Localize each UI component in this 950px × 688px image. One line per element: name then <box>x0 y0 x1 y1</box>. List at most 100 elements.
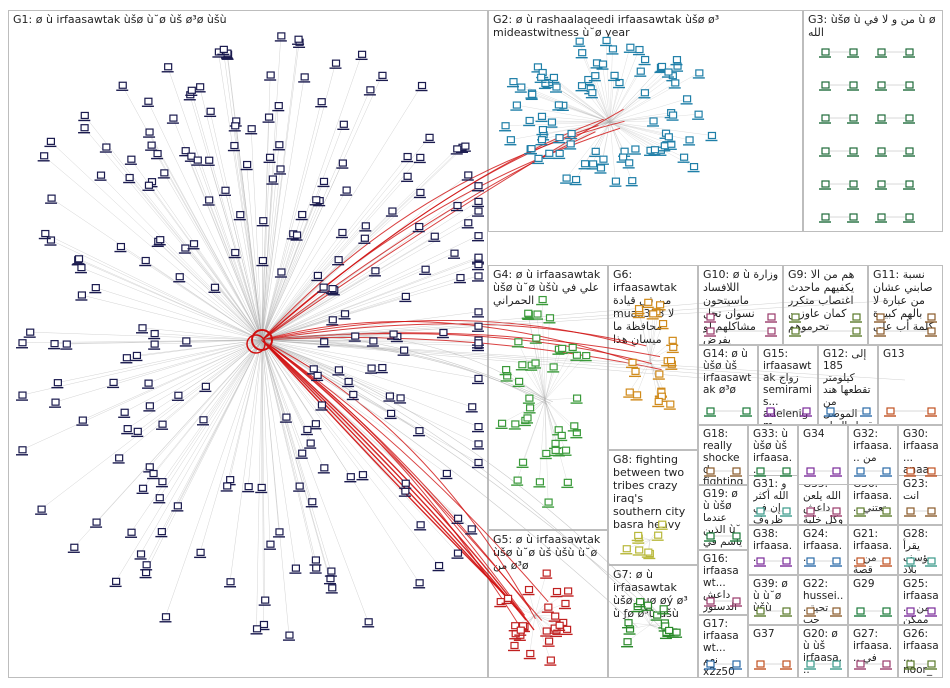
g1-node <box>258 596 271 606</box>
g1-node <box>124 155 137 165</box>
g3-node <box>875 48 887 58</box>
g1-node <box>45 194 58 204</box>
g3-node <box>875 147 887 157</box>
g1-node <box>338 310 351 320</box>
g3-node <box>819 180 831 190</box>
g8-node <box>632 546 645 556</box>
g1-node <box>329 59 342 69</box>
g4-node <box>511 338 524 348</box>
g1-node <box>366 337 379 347</box>
g1-node <box>298 73 311 83</box>
g25-node <box>904 607 916 617</box>
g4-node <box>536 295 549 306</box>
g32-node <box>880 467 892 477</box>
g1-node <box>365 364 378 374</box>
g1-node <box>78 111 91 122</box>
g1-node <box>185 86 198 96</box>
g18-node <box>730 467 742 477</box>
g2-node <box>692 69 705 79</box>
g29-node <box>854 607 866 617</box>
g7-node <box>670 628 683 638</box>
g1-node <box>472 207 484 217</box>
g22-node <box>830 607 842 617</box>
g1-node <box>414 521 427 531</box>
g1-node <box>38 229 51 240</box>
g1-node <box>304 439 317 449</box>
g4-node <box>570 429 583 439</box>
g2-node <box>565 129 578 140</box>
g1-node <box>375 71 388 82</box>
g6-node <box>656 319 669 330</box>
g3-node <box>903 48 915 58</box>
group-label-g13: G13 <box>883 348 905 360</box>
g1-node <box>387 330 400 340</box>
g4-node <box>499 365 512 376</box>
g6-node <box>625 358 638 369</box>
group-label-g1: G1: ø ù irfaasawtak ùšø ù˘ø ùš ø³ø ùšù <box>13 13 227 26</box>
g2-node <box>535 136 548 146</box>
g2-node <box>596 155 609 165</box>
g2-node <box>510 101 523 111</box>
g1-node <box>49 398 62 408</box>
g3-node <box>847 114 859 124</box>
g2-node <box>564 140 577 150</box>
g2-node <box>532 154 545 165</box>
g1-node <box>202 156 215 166</box>
g5-node <box>514 626 527 636</box>
group-label-g19: G19: ø ù ùšø عندما الذين ù˘ يأسم في <box>703 488 744 548</box>
g1-node <box>272 528 285 538</box>
g1-node <box>309 564 322 574</box>
g1-node <box>153 236 166 246</box>
g26-node <box>904 660 916 670</box>
g4-node <box>521 414 534 424</box>
g2-node <box>670 56 683 66</box>
g13-node <box>884 407 896 417</box>
g3-node <box>819 114 831 124</box>
g2-node <box>525 145 538 155</box>
g1-node <box>112 454 125 464</box>
g1-node <box>224 578 237 588</box>
g1-node <box>157 169 170 179</box>
g1-node <box>228 248 241 259</box>
g1-node <box>272 141 285 151</box>
g1-node <box>293 482 306 492</box>
g1-node <box>274 165 287 175</box>
g21-node <box>854 557 866 567</box>
g16-node <box>730 597 742 607</box>
g1-node <box>141 97 154 107</box>
g1-node <box>415 81 428 92</box>
g2-node <box>523 116 536 127</box>
g1-node <box>233 211 246 221</box>
g1-node <box>156 420 169 430</box>
g7-node <box>650 611 663 621</box>
node-layer <box>16 32 937 670</box>
g1-node <box>272 102 285 112</box>
g2-node <box>550 83 563 93</box>
g27-node <box>880 660 892 670</box>
g6-node <box>663 400 676 410</box>
g1-node <box>385 207 398 217</box>
group-label-g38: G38: irfaasa... <box>753 528 793 564</box>
g1-node <box>109 577 122 588</box>
group-label-g18: G18: really shocked fighting... <box>703 428 744 485</box>
g1-node <box>76 416 89 426</box>
g1-node <box>116 81 129 91</box>
g3-node <box>875 180 887 190</box>
g1-node <box>419 265 432 275</box>
g1-node <box>242 483 255 493</box>
g4-node <box>531 310 544 320</box>
g1-node <box>472 374 484 385</box>
g4-node <box>567 422 580 432</box>
g2-node <box>687 162 700 173</box>
g1-node <box>78 124 91 134</box>
g5-node <box>548 612 561 622</box>
g4-node <box>533 478 546 488</box>
g3-node <box>875 213 887 223</box>
g6-node <box>652 397 665 408</box>
g2-node <box>668 79 681 89</box>
g1-node <box>279 413 292 423</box>
g2-node <box>538 79 551 90</box>
g1-node <box>412 427 425 437</box>
g2-node <box>705 131 718 142</box>
g1-node <box>256 217 269 227</box>
